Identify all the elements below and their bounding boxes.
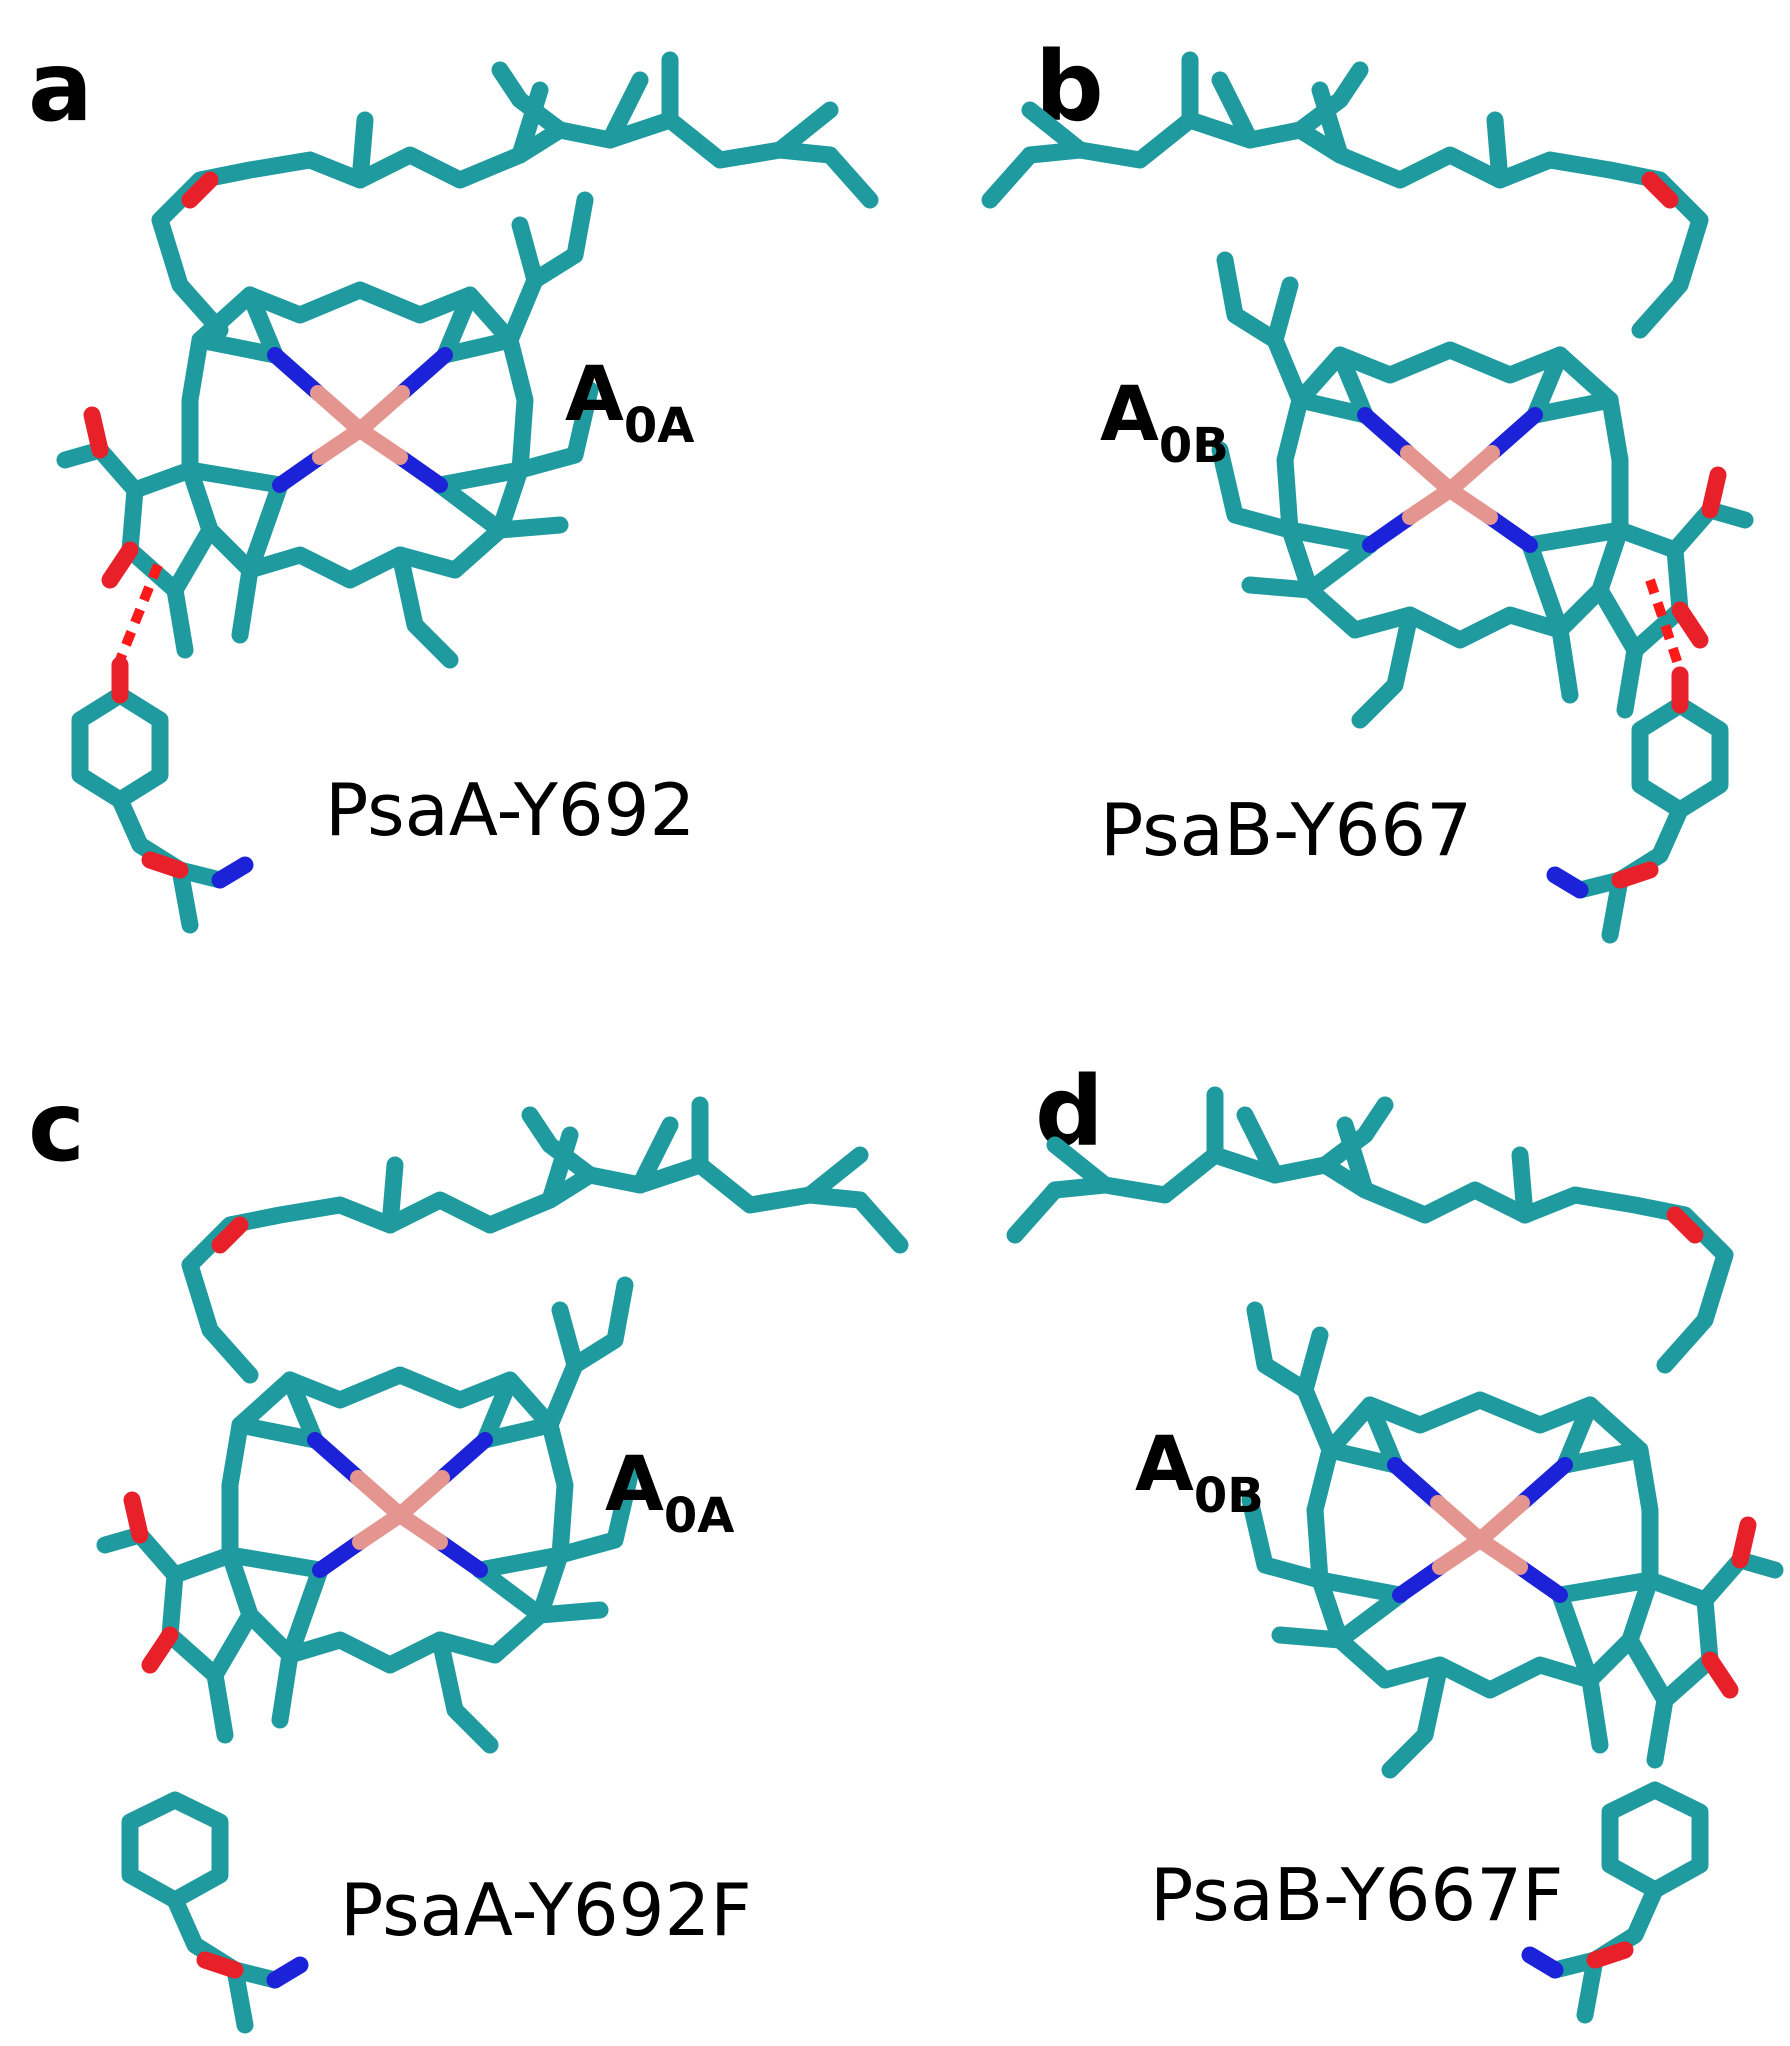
molecule-label-a: A0A	[565, 349, 694, 454]
residue-label-a: PsaA-Y692	[325, 768, 695, 852]
molecule-label-d: A0B	[1135, 1419, 1264, 1524]
molecule-label-c: A0A	[605, 1439, 734, 1544]
panel-letter-c: c	[28, 1071, 85, 1183]
hydrogen-bond-a	[115, 563, 163, 662]
molecule-label-b: A0B	[1100, 369, 1229, 474]
chlorophyll-a0a-structure	[65, 60, 870, 660]
panel-letter-a: a	[28, 31, 93, 143]
residue-label-c: PsaA-Y692F	[340, 1868, 752, 1952]
hydrogen-bond-b	[1645, 578, 1685, 672]
panel-d: d A0B PsaB-Y667F	[1015, 1056, 1775, 2015]
chlorophyll-a0b-structure-mutant	[1015, 1095, 1775, 1770]
panel-c: c A0A PsaA-Y692F	[28, 1071, 900, 2025]
chlorophyll-a0a-structure-mutant	[105, 1105, 900, 1745]
residue-label-b: PsaB-Y667	[1100, 788, 1472, 872]
tyrosine-psab-y667	[1555, 675, 1720, 935]
tyrosine-psaa-y692	[80, 665, 245, 925]
residue-label-d: PsaB-Y667F	[1150, 1853, 1563, 1937]
panel-a: a A0A PsaA-Y692	[28, 31, 870, 925]
panel-b: b A0B PsaB-Y667	[990, 31, 1745, 935]
phenylalanine-psaa-y692f	[130, 1800, 300, 2025]
